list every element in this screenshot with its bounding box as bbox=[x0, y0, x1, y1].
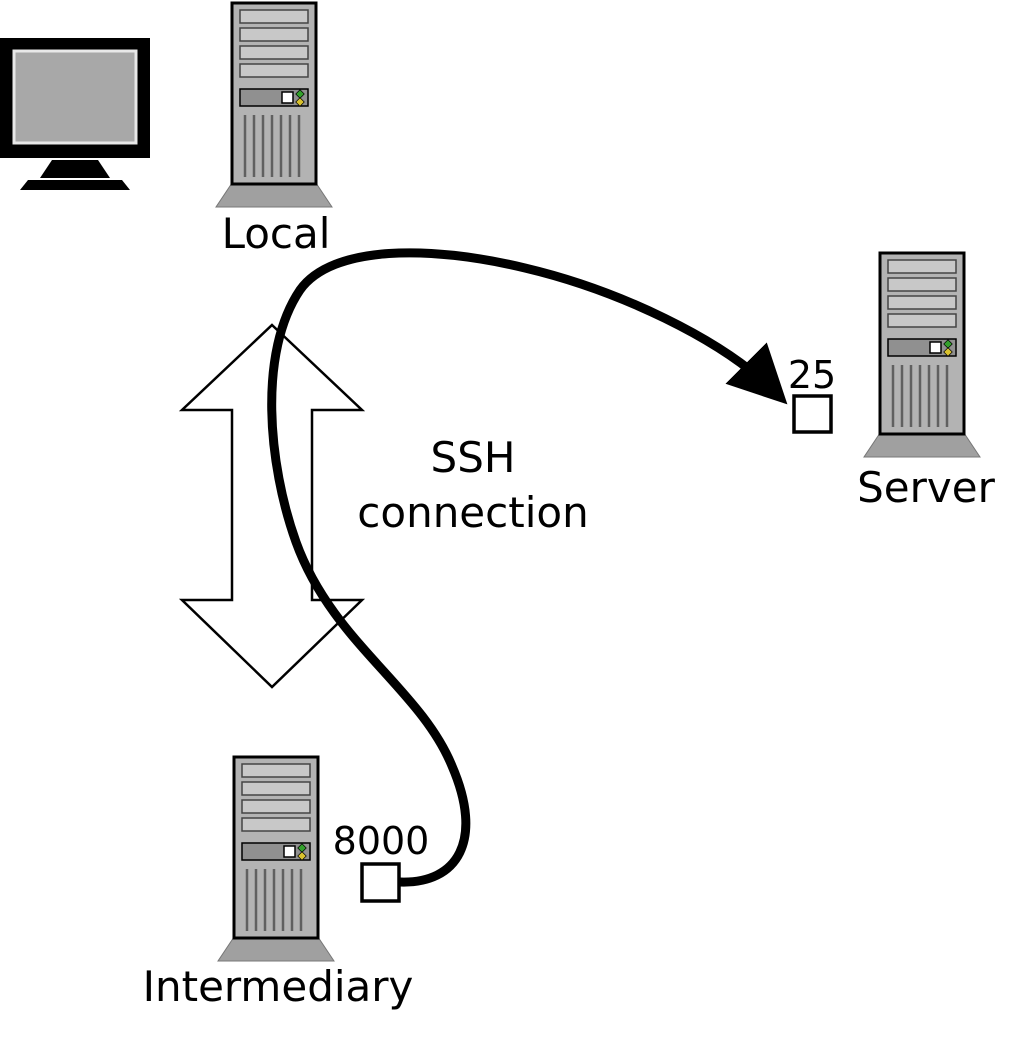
ssh-double-arrow-icon bbox=[178, 323, 366, 689]
server-computer-icon bbox=[862, 251, 982, 459]
intermediary-label: Intermediary bbox=[143, 962, 414, 1011]
server-port-box bbox=[792, 394, 833, 434]
intermediary-computer-icon bbox=[216, 755, 336, 963]
monitor-icon bbox=[0, 38, 150, 192]
ssh-connection-label-line2: connection bbox=[357, 488, 588, 537]
intermediary-port-box bbox=[360, 862, 401, 903]
tunnel-curve-arrow bbox=[267, 248, 788, 887]
server-label: Server bbox=[857, 463, 995, 512]
ssh-connection-label-line1: SSH bbox=[431, 433, 516, 482]
local-computer-icon bbox=[214, 1, 334, 209]
server-port-label: 25 bbox=[788, 353, 836, 397]
local-label: Local bbox=[222, 209, 331, 258]
intermediary-port-label: 8000 bbox=[333, 819, 430, 863]
